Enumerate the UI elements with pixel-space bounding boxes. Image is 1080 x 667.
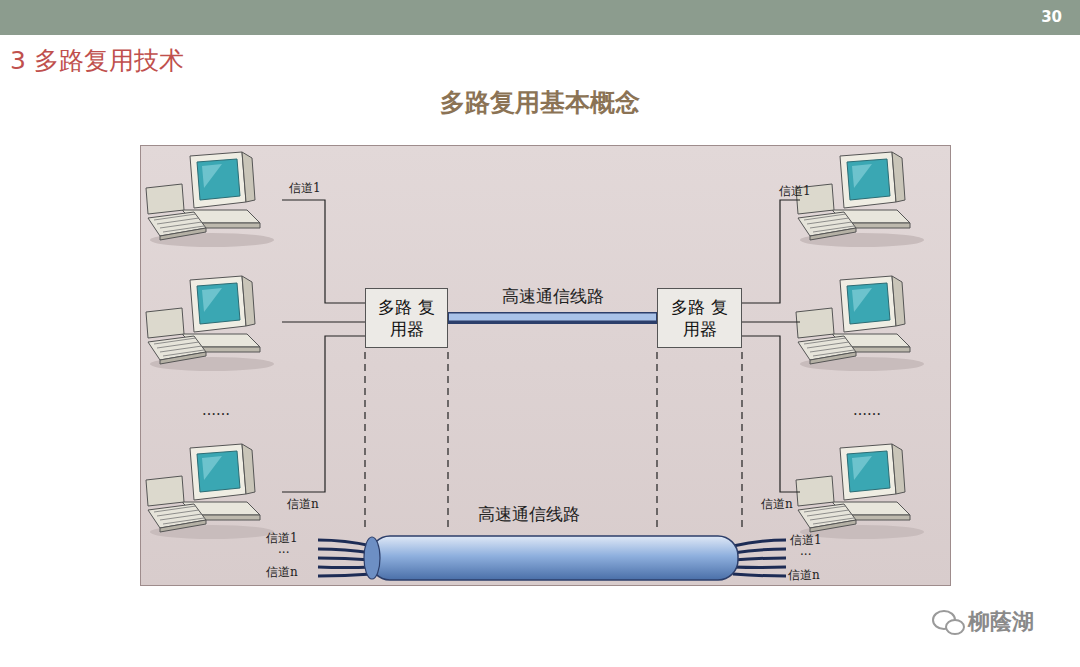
page-number: 30 [1041, 8, 1062, 26]
computer-icon [146, 152, 924, 539]
section-heading: 3 多路复用技术 [10, 44, 184, 77]
watermark-icon [933, 611, 964, 634]
channel-label: 信道n [788, 567, 820, 584]
ellipsis: …… [202, 402, 230, 418]
channel-label: 信道n [287, 496, 319, 513]
cable-label: 高速通信线路 [478, 503, 580, 526]
channel-label: 信道n [266, 564, 298, 581]
ellipsis: ··· [800, 548, 811, 562]
link-label: 高速通信线路 [502, 285, 604, 308]
channel-label: 信道1 [266, 530, 298, 547]
multiplexer-box: 多路 复用器 [657, 288, 742, 348]
channel-label: 信道1 [289, 180, 321, 197]
cable-body [364, 536, 738, 580]
dashed-guide [365, 352, 742, 528]
channel-label: 信道1 [790, 532, 822, 549]
ellipsis: ··· [278, 546, 289, 560]
channel-wire [282, 200, 800, 492]
channel-label: 信道n [761, 496, 793, 513]
multiplexer-box: 多路 复用器 [365, 288, 448, 348]
box-text: 多路 复用器 [374, 296, 439, 340]
high-speed-link [448, 317, 657, 318]
subtitle: 多路复用基本概念 [440, 86, 640, 119]
top-bar [0, 0, 1080, 35]
channel-label: 信道1 [779, 183, 811, 200]
box-text: 多路 复用器 [666, 296, 733, 340]
watermark: 柳蔭湖 [968, 607, 1034, 637]
ellipsis: …… [853, 402, 881, 418]
